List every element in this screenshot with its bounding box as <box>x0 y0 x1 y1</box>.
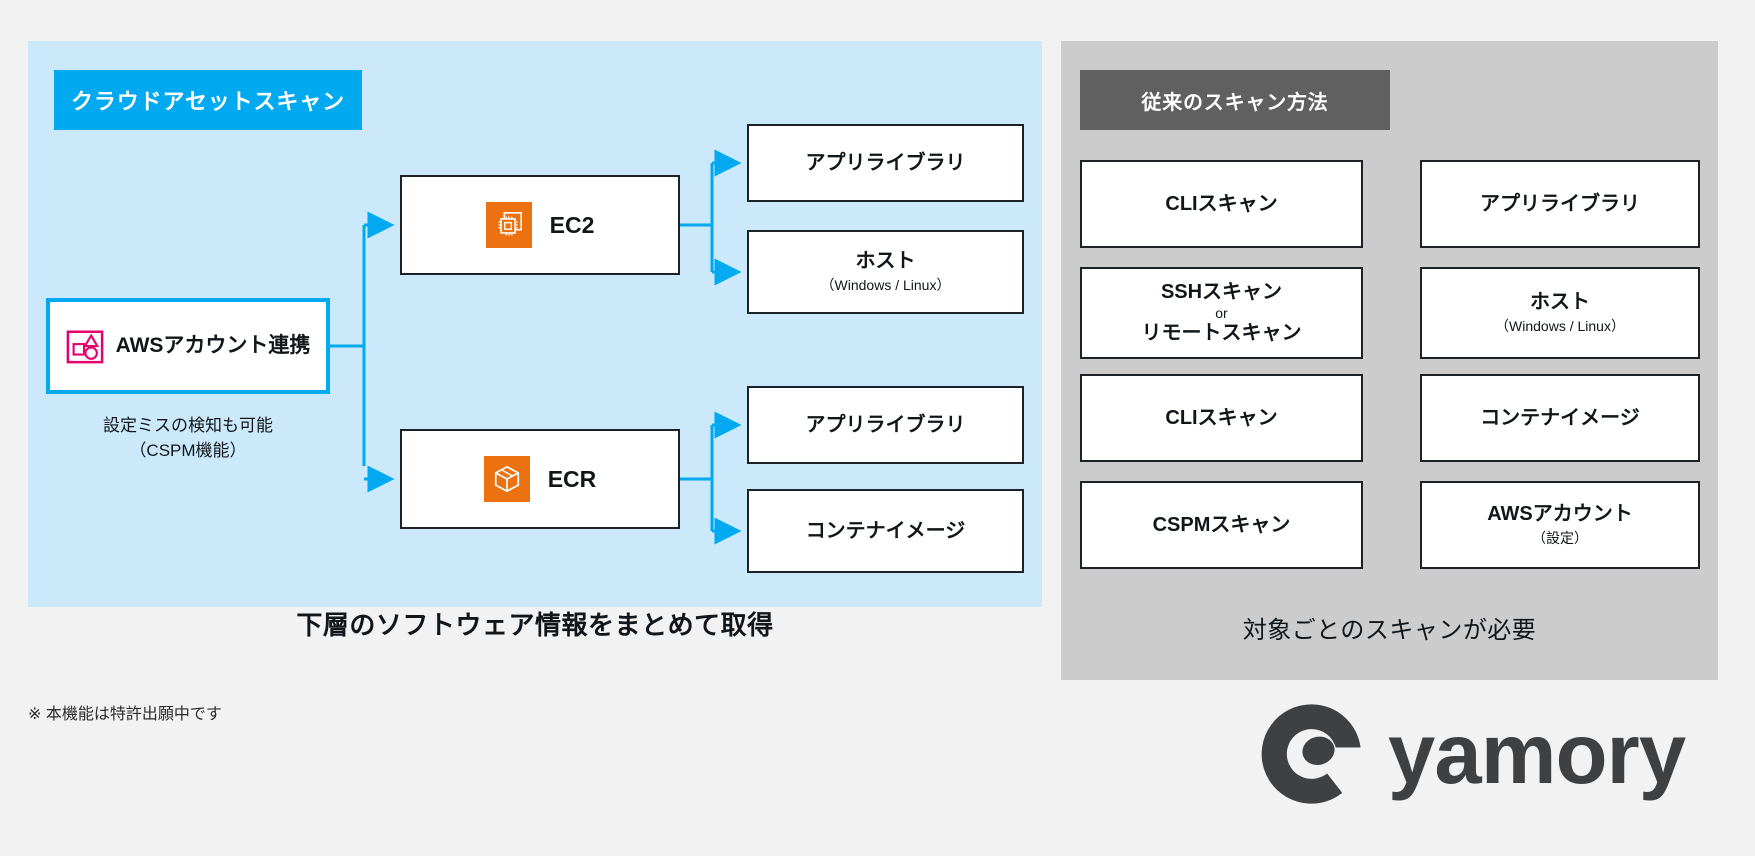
service-box-ecr[interactable]: ECR <box>400 429 680 529</box>
scan-method-label: SSHスキャン <box>1160 280 1283 303</box>
scan-method-label: CSPMスキャン <box>1152 513 1291 536</box>
target-box-aws-account[interactable]: AWSアカウント （設定） <box>1420 481 1700 569</box>
output-title: コンテナイメージ <box>805 519 966 542</box>
scan-method-label-alt: リモートスキャン <box>1141 322 1302 345</box>
aws-ecr-cube-icon <box>483 456 530 502</box>
output-box-host[interactable]: ホスト （Windows / Linux） <box>747 230 1024 314</box>
cspm-caption: 設定ミスの検知も可能 （CSPM機能） <box>46 414 330 463</box>
yamory-logo: yamory <box>1258 700 1686 808</box>
scan-method-box-cli-1[interactable]: CLIスキャン <box>1080 160 1363 248</box>
target-box-app-library[interactable]: アプリライブラリ <box>1420 160 1700 248</box>
legacy-scan-panel <box>1061 41 1718 680</box>
left-panel-bottom-caption: 下層のソフトウェア情報をまとめて取得 <box>296 610 774 640</box>
output-box-app-library-1[interactable]: アプリライブラリ <box>747 124 1024 202</box>
service-label-ec2: EC2 <box>549 211 595 238</box>
output-title: ホスト <box>855 250 916 273</box>
yamory-eye-icon <box>1261 704 1361 804</box>
scan-method-label: CLIスキャン <box>1165 406 1278 429</box>
service-label-ecr: ECR <box>547 465 597 492</box>
cspm-caption-line1: 設定ミスの検知も可能 <box>103 416 273 435</box>
scan-method-box-cspm[interactable]: CSPMスキャン <box>1080 481 1363 569</box>
output-title: アプリライブラリ <box>805 151 966 174</box>
aws-ec2-chip-icon <box>485 202 532 248</box>
cloud-asset-scan-chip: クラウドアセットスキャン <box>54 70 362 130</box>
legacy-scan-chip-label: 従来のスキャン方法 <box>1141 91 1329 114</box>
target-box-host[interactable]: ホスト （Windows / Linux） <box>1420 267 1700 359</box>
target-box-container-image[interactable]: コンテナイメージ <box>1420 374 1700 462</box>
yamory-wordmark: yamory <box>1388 706 1686 802</box>
service-box-ec2[interactable]: EC2 <box>400 175 680 275</box>
target-title: AWSアカウント <box>1487 503 1633 526</box>
output-box-container-image[interactable]: コンテナイメージ <box>747 489 1024 573</box>
scan-method-box-ssh-remote[interactable]: SSHスキャン or リモートスキャン <box>1080 267 1363 359</box>
target-subtitle: （Windows / Linux） <box>1495 318 1625 335</box>
target-title: コンテナイメージ <box>1480 406 1640 429</box>
scan-method-label: CLIスキャン <box>1165 192 1278 215</box>
cspm-caption-line2: （CSPM機能） <box>129 440 247 460</box>
scan-method-conjunction: or <box>1215 304 1228 321</box>
cloud-asset-scan-chip-label: クラウドアセットスキャン <box>70 89 346 114</box>
target-title: ホスト <box>1530 291 1590 314</box>
output-box-app-library-2[interactable]: アプリライブラリ <box>747 386 1024 464</box>
aws-account-link-box[interactable]: AWSアカウント連携 <box>46 298 330 394</box>
patent-footnote: ※ 本機能は特許出願中です <box>28 706 222 723</box>
shapes-square-icon <box>66 330 103 364</box>
right-panel-bottom-caption: 対象ごとのスキャンが必要 <box>1242 617 1537 644</box>
legacy-scan-chip: 従来のスキャン方法 <box>1080 70 1390 130</box>
target-subtitle: （設定） <box>1532 530 1588 547</box>
output-subtitle: （Windows / Linux） <box>820 277 951 294</box>
scan-method-box-cli-2[interactable]: CLIスキャン <box>1080 374 1363 462</box>
aws-account-link-label: AWSアカウント連携 <box>115 333 311 357</box>
target-title: アプリライブラリ <box>1480 192 1640 215</box>
output-title: アプリライブラリ <box>805 413 966 436</box>
